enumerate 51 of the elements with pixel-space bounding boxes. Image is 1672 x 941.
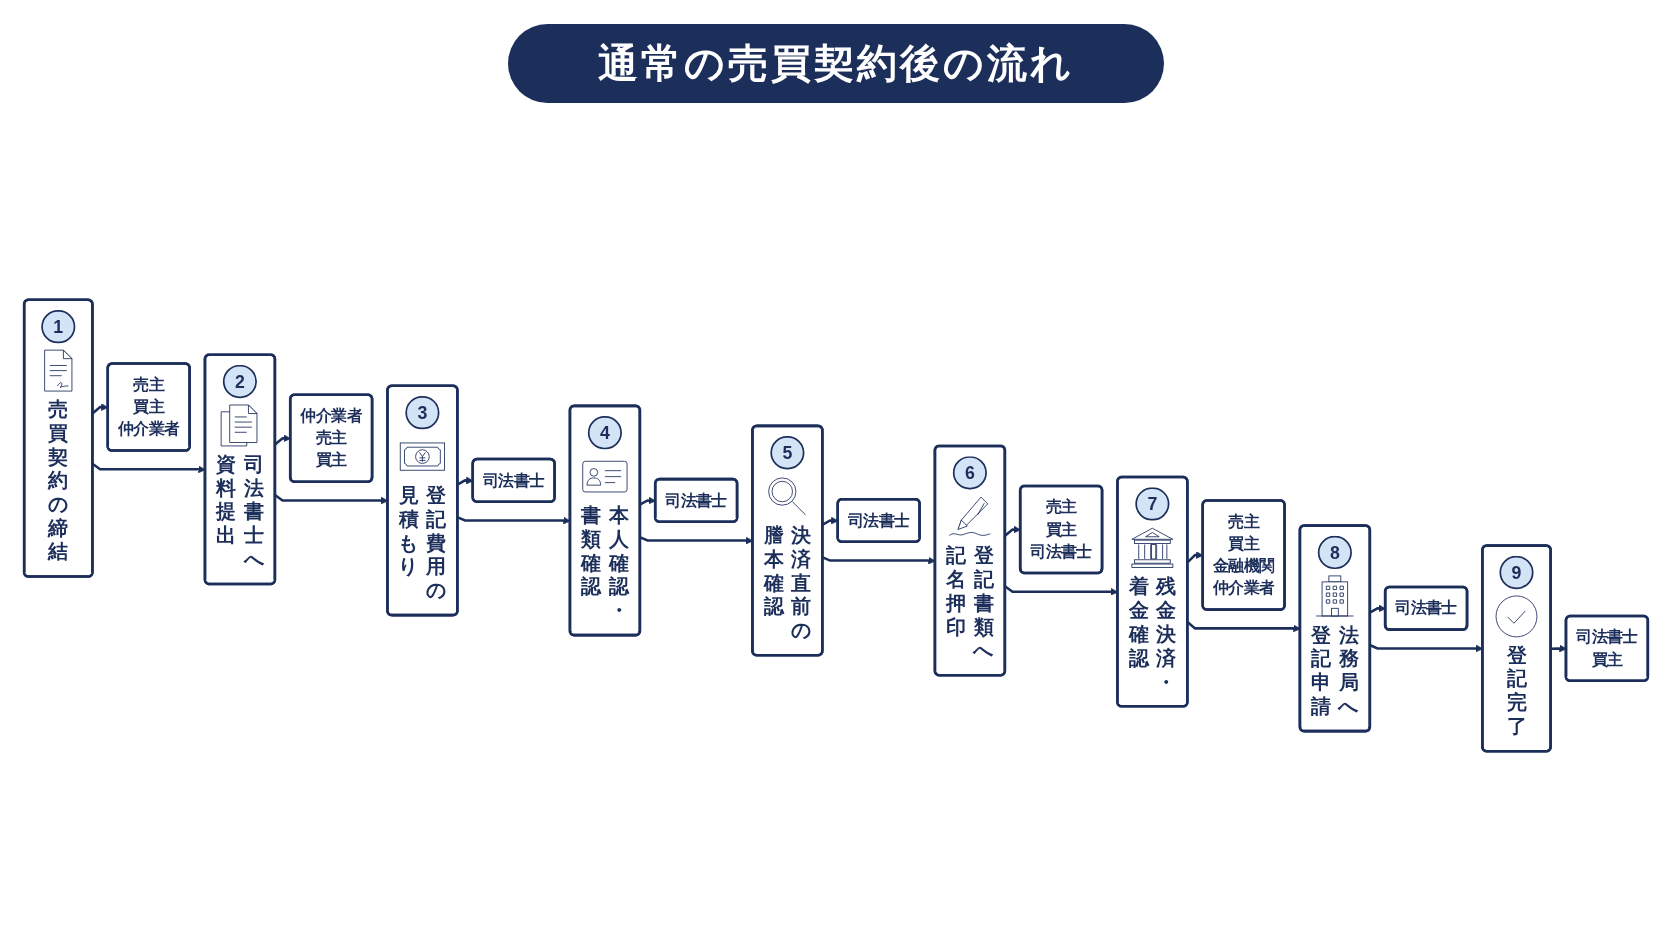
role-name: 売主 bbox=[1228, 510, 1259, 532]
role-name: 売主 bbox=[133, 374, 165, 395]
role-name: 売主 bbox=[1045, 496, 1077, 518]
step-title: 法務局へ登記申請 bbox=[1310, 623, 1360, 719]
step-card bbox=[568, 404, 642, 636]
role-name: 司法書士 bbox=[847, 509, 910, 531]
arrow bbox=[274, 434, 291, 445]
role-card bbox=[1564, 614, 1650, 682]
step-title: 売買契約の締結 bbox=[47, 397, 70, 565]
step-title: 司法書士へ資料提出 bbox=[215, 452, 265, 572]
role-card bbox=[1018, 484, 1104, 574]
step-title: 本人確認・書類確認 bbox=[580, 503, 630, 623]
step-card bbox=[751, 424, 824, 656]
step-title: 登記費用の見積もり bbox=[397, 483, 448, 603]
step-title: 残金決済・着金確認 bbox=[1127, 574, 1177, 695]
role-name: 売主 bbox=[315, 427, 347, 449]
role-card bbox=[471, 457, 556, 503]
role-name: 買主 bbox=[133, 396, 165, 418]
role-name: 仲介業者 bbox=[300, 405, 362, 427]
role-name: 金融機関 bbox=[1212, 555, 1275, 577]
arrow bbox=[1004, 525, 1021, 536]
role-name: 買主 bbox=[315, 449, 347, 471]
step-title: 登記完了 bbox=[1505, 643, 1528, 739]
step-card bbox=[933, 444, 1007, 676]
step-card bbox=[386, 384, 459, 616]
role-name: 司法書士 bbox=[1030, 540, 1092, 562]
role-name: 仲介業者 bbox=[118, 418, 180, 440]
role-card bbox=[106, 361, 191, 452]
role-name: 司法書士 bbox=[665, 489, 727, 511]
step-card bbox=[1298, 523, 1372, 732]
arrow bbox=[639, 496, 656, 506]
role-card bbox=[836, 497, 921, 543]
role-name: 仲介業者 bbox=[1212, 577, 1275, 599]
step-title: 登記書類へ記名押印 bbox=[945, 543, 995, 663]
arrow bbox=[1369, 604, 1386, 613]
role-card bbox=[653, 477, 739, 523]
role-name: 司法書士 bbox=[1395, 597, 1457, 619]
step-title: 決済直前の謄本確認 bbox=[762, 523, 813, 643]
title: 通常の売買契約後の流れ bbox=[508, 24, 1164, 103]
role-name: 司法書士 bbox=[1576, 626, 1638, 648]
step-card bbox=[22, 298, 94, 578]
step-card bbox=[1481, 543, 1552, 752]
role-card bbox=[1201, 498, 1286, 611]
role-card bbox=[1383, 585, 1469, 631]
role-name: 司法書士 bbox=[482, 469, 545, 491]
step-card bbox=[1116, 475, 1189, 708]
role-card bbox=[288, 392, 374, 483]
role-name: 買主 bbox=[1228, 533, 1259, 554]
role-name: 買主 bbox=[1591, 648, 1623, 670]
role-name: 買主 bbox=[1045, 518, 1077, 540]
step-card bbox=[203, 352, 277, 585]
